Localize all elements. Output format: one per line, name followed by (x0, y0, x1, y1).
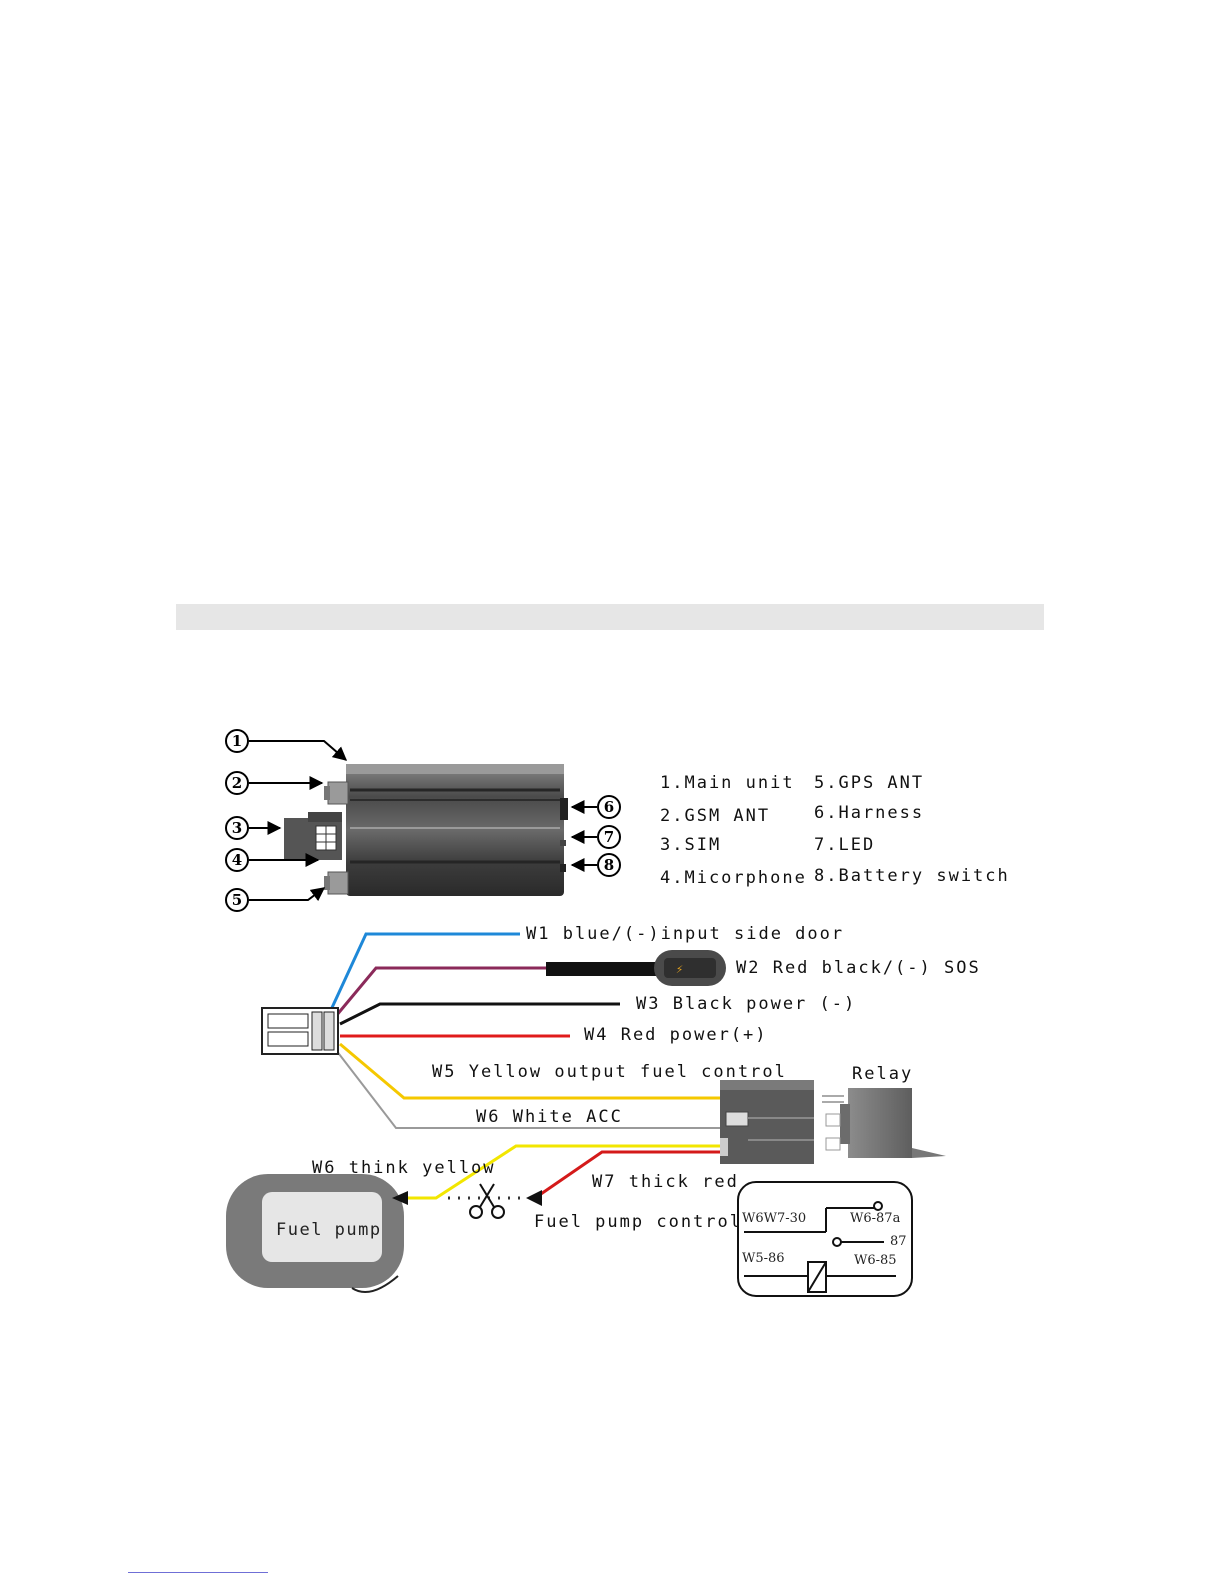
footnote-separator (128, 1572, 268, 1573)
callout-number: 8 (604, 856, 614, 874)
callout-number: 3 (232, 819, 242, 837)
section-header-bar (176, 604, 1044, 630)
wire-label-w7: W7 thick red (592, 1172, 739, 1192)
callout-8: 8 (570, 853, 621, 877)
sim-card-icon (284, 812, 342, 860)
wire-w6 (335, 1049, 720, 1129)
wire-label-w4: W4 Red power(+) (584, 1025, 768, 1045)
relay-pin-87a: W6-87a (850, 1211, 901, 1226)
relay-socket (720, 1080, 814, 1164)
relay-pin-86: W5-86 (742, 1251, 785, 1266)
wire-w7 (537, 1150, 720, 1198)
wire-label-w2: W2 Red black/(-) SOS (736, 958, 981, 978)
callout-7: 7 (570, 825, 621, 849)
legend-item: 6.Harness (814, 803, 924, 823)
callout-2: 2 (225, 771, 324, 795)
component-legend: 1.Main unit 2.GSM ANT 3.SIM 4.Micorphone… (660, 773, 1010, 888)
wire-labels: W1 blue/(-)input side door W2 Red black/… (312, 924, 981, 1192)
legend-item: 5.GPS ANT (814, 773, 924, 793)
callout-5: 5 (225, 887, 326, 912)
legend-item: 7.LED (814, 835, 875, 855)
gps-antenna-connector (324, 871, 349, 895)
gsm-antenna-connector (324, 781, 349, 805)
wire-label-w1: W1 blue/(-)input side door (526, 924, 844, 944)
wire-w3 (339, 1002, 620, 1026)
callout-1: 1 (225, 729, 348, 761)
legend-item: 1.Main unit (660, 773, 795, 793)
legend-item: 8.Battery switch (814, 866, 1010, 886)
relay-pin-85: W6-85 (854, 1253, 897, 1268)
relay-title: Relay (852, 1064, 913, 1084)
callout-number: 6 (604, 798, 614, 816)
callout-number: 4 (232, 851, 242, 869)
wire-label-w5: W5 Yellow output fuel control (432, 1062, 787, 1082)
relay-unit: Relay (822, 1064, 946, 1158)
relay-schematic: W6W7-30 W6-87a 87 W5-86 W6-85 (737, 1181, 913, 1297)
wire-w6-yellow (408, 1144, 720, 1200)
main-unit (346, 764, 568, 896)
callout-number: 7 (604, 828, 614, 846)
callout-number: 5 (232, 891, 242, 909)
callout-number: 1 (232, 732, 242, 750)
relay-pin-30: W6W7-30 (742, 1211, 806, 1226)
legend-item: 4.Micorphone (660, 868, 807, 888)
legend-item: 3.SIM (660, 835, 721, 855)
wire-w2 (334, 966, 546, 1017)
relay-pin-87: 87 (890, 1234, 907, 1249)
harness-wires (328, 932, 720, 1200)
legend-item: 2.GSM ANT (660, 806, 770, 826)
callout-6: 6 (570, 795, 621, 819)
wire-w5 (339, 1042, 720, 1100)
fuel-pump: Fuel pump (226, 1174, 408, 1293)
wire-label-w6-yellow: W6 think yellow (312, 1158, 496, 1178)
sos-button: ⚡ (546, 950, 726, 986)
cut-point (448, 1183, 542, 1219)
harness-connector (261, 1007, 339, 1055)
callout-4: 4 (225, 848, 320, 872)
fuel-pump-control-label: Fuel pump control (534, 1212, 742, 1232)
sos-indicator-icon: ⚡ (676, 962, 683, 976)
wire-label-w6: W6 White ACC (476, 1107, 623, 1127)
scissors-icon (469, 1183, 505, 1219)
callout-number: 2 (232, 774, 242, 792)
fuel-pump-label: Fuel pump (276, 1220, 382, 1240)
wire-w1 (328, 932, 520, 1013)
wire-label-w3: W3 Black power (-) (636, 994, 856, 1014)
callout-3: 3 (225, 816, 282, 840)
